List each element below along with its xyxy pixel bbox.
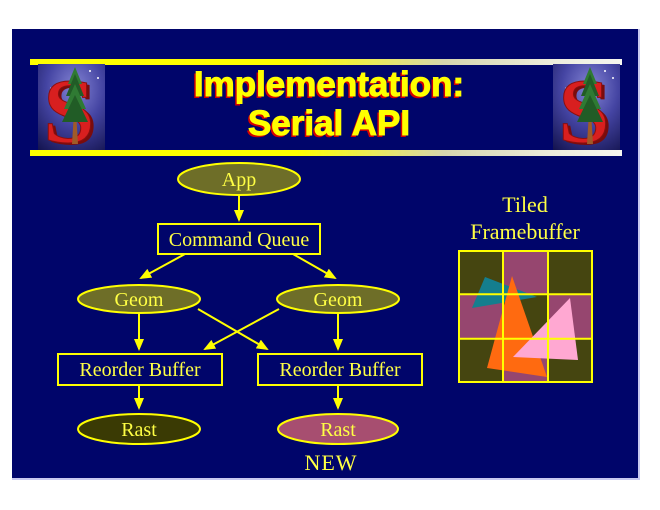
node-command-queue <box>157 223 321 255</box>
node-reorder-buffer-right-label: Reorder Buffer <box>279 359 401 381</box>
framebuffer-image <box>458 250 593 383</box>
banner-line-top <box>30 59 622 65</box>
pink-triangle <box>513 298 578 360</box>
framebuffer-grid-lines <box>458 250 593 383</box>
node-reorder-buffer-left-label: Reorder Buffer <box>79 359 201 381</box>
node-geom-left-label: Geom <box>115 289 164 311</box>
node-app <box>177 162 301 196</box>
framebuffer-label-line1: Tiled <box>502 192 548 217</box>
node-geom-right <box>276 284 400 314</box>
slide-title-line1: Implementation: <box>193 65 465 105</box>
node-reorder-buffer-right <box>257 353 423 386</box>
flow-diagram: App Command Queue Geom Geom Reorder Buff… <box>57 162 423 475</box>
slide-title: Implementation: Serial API <box>105 65 553 144</box>
node-app-label: App <box>222 169 256 191</box>
arrow-queue-to-geom-left <box>139 253 186 279</box>
arrow-queue-to-geom-right <box>292 253 337 279</box>
banner-line-bottom <box>30 150 622 156</box>
node-geom-right-label: Geom <box>314 289 363 311</box>
arrow-geom-left-to-reorder-right <box>197 308 269 351</box>
node-rast-right-label: Rast <box>320 419 356 441</box>
new-label: NEW <box>304 450 357 475</box>
node-rast-right <box>277 413 399 445</box>
slide: Implementation: Serial API App Command Q… <box>12 29 640 480</box>
node-geom-left <box>77 284 201 314</box>
framebuffer-label-line2: Framebuffer <box>470 219 580 244</box>
node-rast-left <box>77 413 201 445</box>
node-command-queue-label: Command Queue <box>169 229 310 251</box>
node-reorder-buffer-left <box>57 353 223 386</box>
framebuffer-cell <box>548 250 593 295</box>
slide-title-line2: Serial API <box>247 104 411 144</box>
framebuffer-label: Tiled Framebuffer <box>440 191 610 245</box>
arrow-geom-right-to-reorder-left <box>203 308 280 350</box>
teal-triangle <box>472 277 537 308</box>
node-rast-left-label: Rast <box>121 419 157 441</box>
